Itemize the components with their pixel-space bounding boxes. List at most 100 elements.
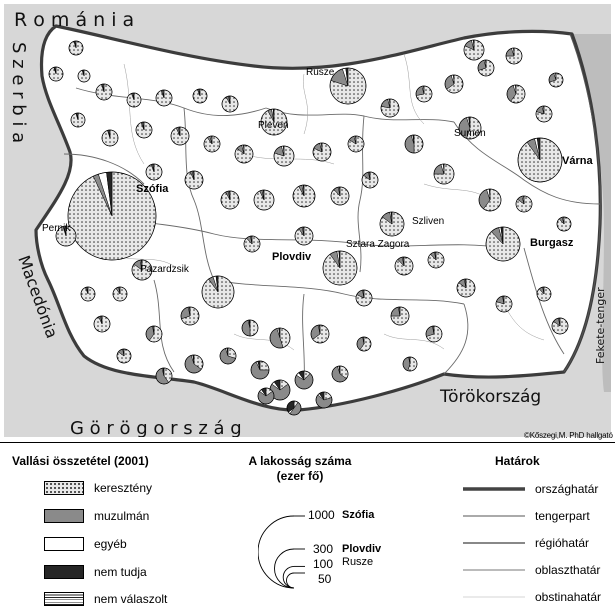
legend-borders-title: Határok bbox=[495, 454, 540, 468]
pie-outline bbox=[535, 105, 553, 123]
bulgaria-map: R o m á n i a S z e r b i a Macedónia G … bbox=[4, 4, 611, 437]
legend-dont-know: nem tudja bbox=[44, 565, 147, 579]
pie-outline bbox=[155, 367, 173, 385]
pie-outline bbox=[404, 134, 424, 154]
pie-symbol bbox=[347, 135, 365, 153]
circle-50 bbox=[286, 572, 295, 589]
pie-symbol bbox=[315, 391, 333, 409]
pie-symbol bbox=[68, 40, 84, 56]
bulgaria-territory bbox=[34, 24, 602, 412]
pop-example-rusze: Rusze bbox=[342, 556, 374, 568]
pie-symbol bbox=[220, 190, 240, 210]
pie-symbol bbox=[221, 95, 239, 113]
pie-outline bbox=[495, 295, 513, 313]
pie-outline bbox=[477, 59, 495, 77]
pie-outline bbox=[463, 39, 485, 61]
pie-symbol bbox=[80, 286, 96, 302]
pie-outline bbox=[361, 171, 379, 189]
pie-symbol bbox=[394, 256, 414, 276]
pie-symbol bbox=[361, 171, 379, 189]
pie-outline bbox=[203, 135, 221, 153]
pie-symbol bbox=[184, 170, 204, 190]
pie-outline bbox=[269, 327, 291, 349]
pie-outline bbox=[355, 289, 373, 307]
legend-coastline: tengerpart bbox=[463, 509, 590, 523]
pie-symbol bbox=[292, 184, 316, 208]
pop-example-plovdiv: Plovdiv bbox=[342, 543, 382, 555]
pie-symbol bbox=[415, 85, 433, 103]
pie-symbol bbox=[70, 112, 86, 128]
pie-outline bbox=[505, 47, 523, 65]
pie-symbol bbox=[517, 137, 563, 183]
pie-outline bbox=[347, 135, 365, 153]
swatch-other bbox=[44, 537, 84, 551]
pie-outline bbox=[433, 163, 455, 185]
legend-population-unit: (ezer fő) bbox=[276, 469, 324, 483]
legend-no-answer: nem válaszolt bbox=[44, 592, 167, 606]
pie-symbol bbox=[170, 126, 190, 146]
pie-outline bbox=[257, 387, 275, 405]
circle-100 bbox=[282, 565, 295, 589]
pie-symbol bbox=[390, 306, 410, 326]
pie-symbol bbox=[355, 289, 373, 307]
city-varna: Várna bbox=[562, 155, 593, 167]
pie-symbol bbox=[77, 69, 91, 83]
pie-symbol bbox=[203, 135, 221, 153]
legend-region-border: régióhatár bbox=[463, 536, 589, 550]
pie-outline bbox=[329, 67, 367, 105]
pie-outline bbox=[112, 286, 128, 302]
city-pernik: Pernik bbox=[42, 223, 71, 234]
pie-symbol bbox=[380, 98, 400, 118]
legend-obstina-border: obstinahatár bbox=[463, 590, 601, 604]
pie-symbol bbox=[286, 400, 302, 416]
pie-outline bbox=[48, 66, 64, 82]
pie-outline bbox=[330, 186, 350, 206]
pie-symbol bbox=[331, 365, 349, 383]
pie-symbol bbox=[536, 286, 552, 302]
circle-1000 bbox=[258, 515, 295, 589]
pie-outline bbox=[68, 40, 84, 56]
pie-symbol bbox=[495, 295, 513, 313]
pie-symbol bbox=[379, 211, 405, 237]
pie-outline bbox=[184, 170, 204, 190]
pie-outline bbox=[220, 190, 240, 210]
pie-symbol bbox=[556, 216, 572, 232]
pie-symbol bbox=[551, 317, 569, 335]
pie-symbol bbox=[253, 189, 275, 211]
pie-symbol bbox=[145, 163, 163, 181]
pie-outline bbox=[456, 278, 476, 298]
pie-outline bbox=[67, 171, 157, 261]
pie-symbol bbox=[402, 356, 418, 372]
city-pazardzsik: Pazardzsik bbox=[140, 264, 190, 275]
line-obstina-border bbox=[463, 596, 525, 598]
pie-outline bbox=[310, 324, 330, 344]
pie-symbol bbox=[201, 275, 235, 309]
pie-outline bbox=[551, 317, 569, 335]
pie-symbol bbox=[404, 134, 424, 154]
city-szofia: Szófia bbox=[136, 183, 169, 195]
legend-other: egyéb bbox=[44, 537, 127, 551]
pie-outline bbox=[260, 108, 288, 136]
pie-symbol bbox=[477, 59, 495, 77]
swatch-no-answer bbox=[44, 592, 84, 606]
pie-outline bbox=[427, 251, 445, 269]
label-romania: R o m á n i a bbox=[14, 9, 134, 31]
line-coastline bbox=[463, 515, 525, 517]
pie-symbol bbox=[478, 188, 502, 212]
pop-size-100: 100 bbox=[313, 557, 334, 571]
pie-symbol bbox=[131, 259, 153, 281]
pie-outline bbox=[294, 226, 314, 246]
population-circle-scale bbox=[258, 515, 305, 589]
pie-outline bbox=[312, 142, 332, 162]
pie-outline bbox=[394, 256, 414, 276]
pie-symbol bbox=[184, 354, 204, 374]
legend-divider bbox=[0, 442, 615, 443]
pie-symbol bbox=[425, 325, 443, 343]
label-serbia: S z e r b i a bbox=[8, 42, 29, 143]
pie-symbol bbox=[145, 325, 163, 343]
pie-outline bbox=[485, 226, 521, 262]
pie-symbol bbox=[312, 142, 332, 162]
pie-outline bbox=[145, 163, 163, 181]
pie-outline bbox=[478, 188, 502, 212]
pie-outline bbox=[77, 69, 91, 83]
